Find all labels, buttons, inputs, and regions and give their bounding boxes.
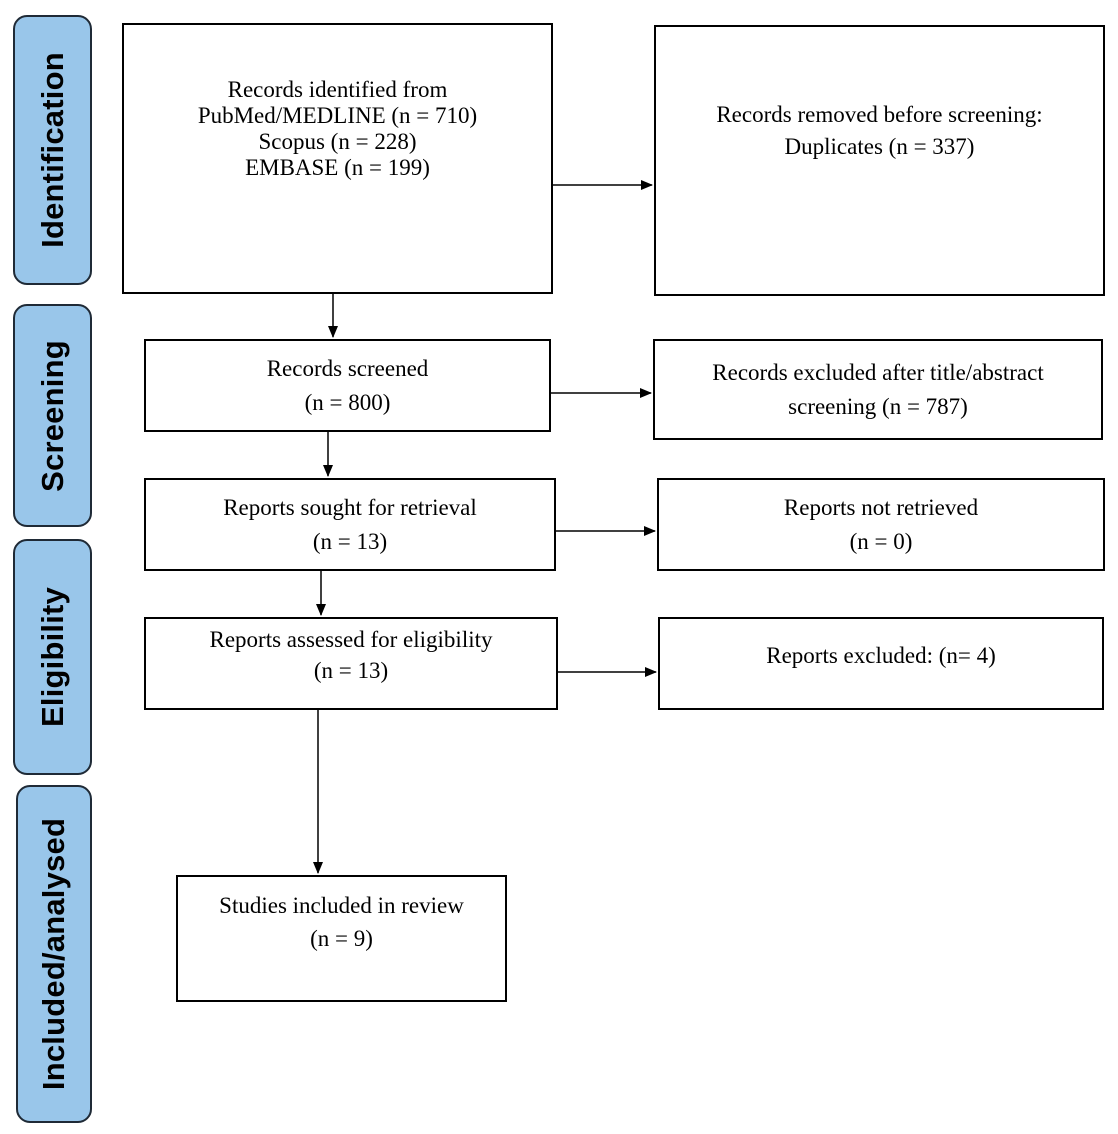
records-removed-box: Records removed before screening: Duplic… [654,25,1105,296]
reports-assessed-box: Reports assessed for eligibility (n = 13… [144,617,558,710]
box-line: (n = 13) [312,528,388,554]
records-identified-box: Records identified from PubMed/MEDLINE (… [122,23,553,294]
box-line: Duplicates (n = 337) [784,133,975,159]
studies-included-box: Studies included in review (n = 9) [176,875,507,1002]
box-line: Scopus (n = 228) [258,128,417,154]
box-line: Studies included in review [219,893,464,918]
reports-sought-box: Reports sought for retrieval (n = 13) [144,478,556,571]
box-line: Reports excluded: (n= 4) [766,642,996,668]
reports-not-retrieved-box: Reports not retrieved (n = 0) [657,478,1105,571]
stage-screening: Screening [13,304,92,527]
records-screened-box: Records screened (n = 800) [144,339,551,432]
stage-included: Included/analysed [16,785,92,1123]
box-line: EMBASE (n = 199) [245,154,430,180]
box-line: (n = 0) [849,528,913,554]
box-line: PubMed/MEDLINE (n = 710) [197,102,478,128]
box-line: (n = 800) [304,389,391,415]
box-line: Records excluded after title/abstract [712,359,1044,385]
box-line: Records identified from [227,76,448,102]
box-line: Reports sought for retrieval [223,494,477,520]
box-line: Records removed before screening: [716,101,1043,127]
box-line: screening (n = 787) [788,393,968,419]
box-line: Records screened [266,355,429,381]
stage-eligibility: Eligibility [13,539,92,775]
box-line: Reports not retrieved [783,494,979,520]
box-line: (n = 9) [310,926,373,951]
box-line: Reports assessed for eligibility [209,627,493,652]
stage-identification: Identification [13,15,92,285]
reports-excluded-box: Reports excluded: (n= 4) [658,617,1104,710]
records-excluded-box: Records excluded after title/abstract sc… [653,339,1103,440]
box-line: (n = 13) [313,658,389,683]
